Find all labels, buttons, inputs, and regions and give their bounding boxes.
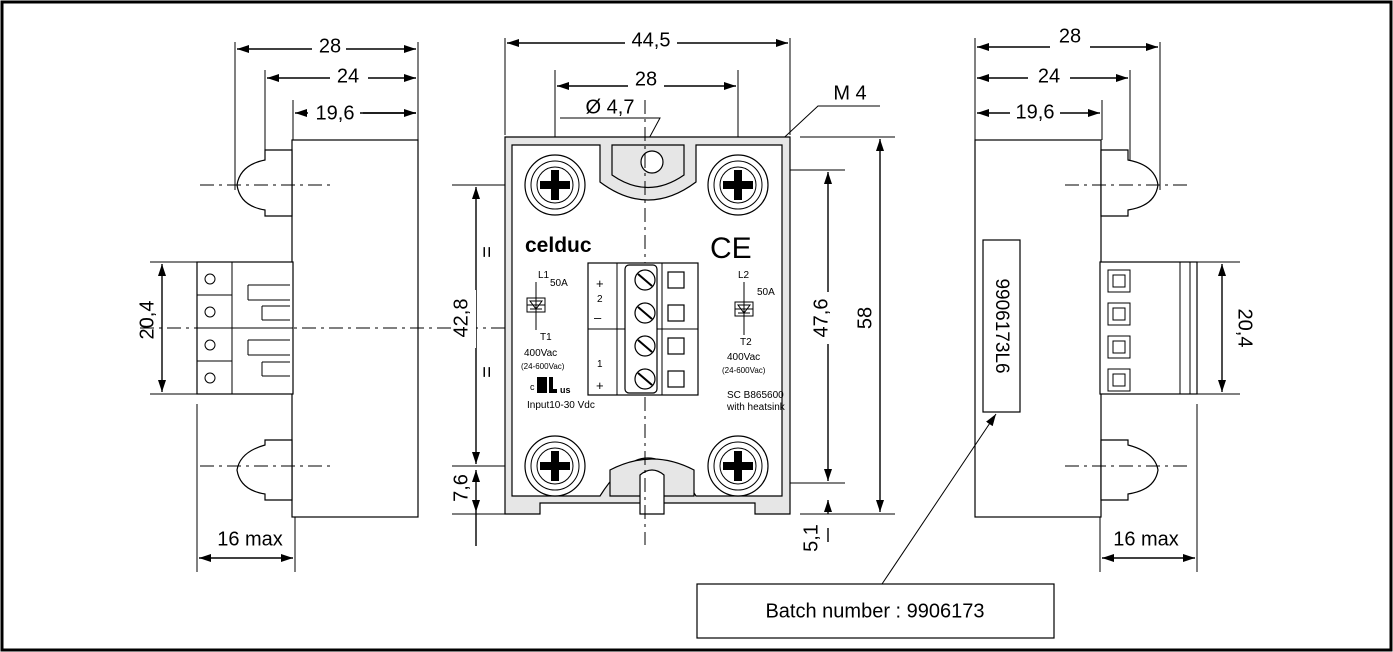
left-dim-28: 28	[319, 35, 341, 57]
front-dim-screw: M 4	[833, 82, 866, 104]
left-voltage: 400Vac	[524, 348, 557, 359]
left-dim-16-max: 16 max	[217, 528, 283, 550]
front-view: 44,5 28 Ø 4,7 M 4 42,8 7,6 47,6 58 5,1 =…	[450, 29, 895, 552]
left-dim-20-4: 20,4	[136, 301, 158, 340]
batch-callout: Batch number : 9906173	[696, 413, 1055, 639]
right-current: 50A	[757, 287, 775, 298]
left-side-view: 28 24 19,6 20,4 16 max	[136, 35, 520, 572]
left-dim-19-6: 19,6	[316, 102, 355, 124]
left-terminal-t1: T1	[540, 332, 552, 343]
front-dim-28: 28	[635, 68, 657, 90]
ce-mark: CE	[710, 232, 752, 265]
model-note: with heatsink	[726, 402, 786, 413]
control-1: 1	[597, 359, 603, 370]
batch-label-sticker-text: 9906173L6	[991, 278, 1012, 373]
front-dim-hole-diameter: Ø 4,7	[586, 96, 635, 118]
left-thyristor-symbol	[526, 282, 546, 330]
right-dim-16-max: 16 max	[1113, 528, 1179, 550]
left-current: 50A	[550, 278, 568, 289]
right-dim-19-6: 19,6	[1016, 101, 1055, 123]
control-2: 2	[597, 294, 603, 305]
screw-terminal-top-left	[524, 154, 586, 216]
input-voltage-label: Input10-30 Vdc	[527, 400, 595, 411]
control-minus: –	[594, 310, 602, 325]
svg-text:us: us	[560, 385, 571, 395]
left-dim-24: 24	[337, 65, 359, 87]
right-terminal-t2: T2	[740, 337, 752, 348]
front-dim-44-5: 44,5	[632, 29, 671, 51]
equal-mark-bottom: =	[476, 366, 498, 378]
right-voltage: 400Vac	[727, 352, 760, 363]
right-side-view: 28 24 19,6 20,4 16 max 9906173L6	[974, 25, 1256, 572]
right-voltage-range: (24-600Vac)	[722, 366, 766, 375]
batch-number-callout: Batch number : 9906173	[765, 600, 984, 622]
left-terminal-l1: L1	[538, 270, 550, 281]
front-dim-47-6: 47,6	[810, 299, 832, 338]
screw-terminal-bottom-left	[524, 435, 586, 497]
model-number: SC B865600	[727, 390, 784, 401]
front-dim-42-8: 42,8	[450, 299, 472, 338]
right-dim-24: 24	[1038, 65, 1060, 87]
right-dim-20-4: 20,4	[1234, 309, 1256, 348]
right-terminal-l2: L2	[738, 270, 750, 281]
front-dim-5-1: 5,1	[800, 524, 822, 552]
control-plus-bottom: +	[596, 378, 604, 393]
brand-logo: celduc	[525, 234, 592, 257]
control-plus-top: +	[596, 276, 604, 291]
screw-terminal-top-right	[707, 154, 769, 216]
left-voltage-range: (24-600Vac)	[521, 362, 565, 371]
screw-terminal-bottom-right	[707, 435, 769, 497]
right-thyristor-symbol	[734, 282, 754, 335]
svg-text:c: c	[530, 382, 535, 392]
front-dim-7-6: 7,6	[450, 474, 472, 502]
right-dim-28: 28	[1059, 25, 1081, 47]
front-dim-58: 58	[854, 307, 876, 329]
equal-mark-top: =	[476, 246, 498, 258]
ul-mark: c us	[530, 377, 571, 395]
